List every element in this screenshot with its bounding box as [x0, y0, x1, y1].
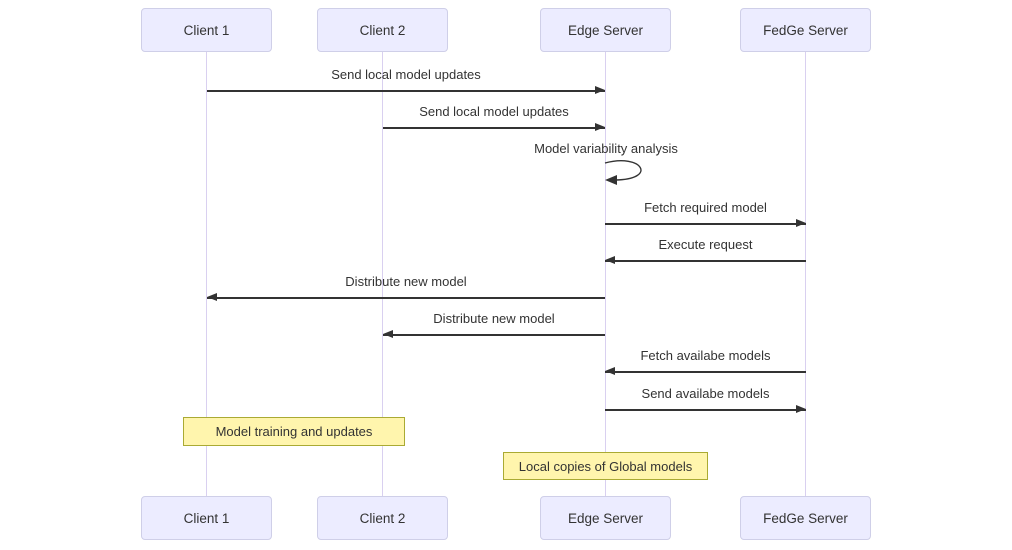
note-model-training-and-updates: Model training and updates [183, 417, 405, 446]
self-message-label: Model variability analysis [534, 141, 678, 156]
message-arrow [605, 367, 806, 375]
message-send-local-model-updates-client1: Send local model updates [207, 67, 605, 94]
actor-label: FedGe Server [763, 510, 848, 526]
message-distribute-new-model-client2: Distribute new model [383, 311, 605, 338]
actor-label: Edge Server [567, 510, 644, 526]
message-label: Send local model updates [331, 67, 481, 82]
message-label: Distribute new model [433, 311, 555, 326]
actor-label: Edge Server [567, 22, 644, 38]
arrowhead-left-icon [383, 330, 393, 338]
actor-label: Client 1 [183, 510, 230, 526]
actor-edge-server-top: Edge Server [540, 8, 671, 52]
message-send-local-model-updates-client2: Send local model updates [383, 104, 605, 131]
lifeline-edge-server [605, 52, 606, 496]
note-local-copies-of-global-models: Local copies of Global models [503, 452, 708, 480]
lifeline-client-1 [206, 52, 207, 496]
arrowhead-right-icon [595, 123, 605, 131]
actor-client-1-top: Client 1 [141, 8, 272, 52]
message-execute-request: Execute request [605, 237, 806, 264]
arrowhead-left-icon [207, 293, 217, 301]
message-label: Send availabe models [641, 386, 770, 401]
actor-client-1-bottom: Client 1 [141, 496, 272, 540]
actor-label: Client 1 [183, 22, 230, 38]
message-arrow [207, 86, 605, 94]
message-arrow [605, 219, 806, 227]
message-label: Send local model updates [419, 104, 569, 119]
message-fetch-required-model: Fetch required model [605, 200, 806, 227]
actor-fedge-server-bottom: FedGe Server [740, 496, 871, 540]
lifeline-client-2 [382, 52, 383, 496]
message-label: Execute request [658, 237, 753, 252]
message-arrow [605, 405, 806, 413]
actor-client-2-top: Client 2 [317, 8, 448, 52]
message-send-availabe-models: Send availabe models [605, 386, 806, 413]
self-loop-arrow-icon [604, 160, 642, 185]
message-arrow [605, 256, 806, 264]
note-label: Local copies of Global models [518, 458, 693, 474]
actor-client-2-bottom: Client 2 [317, 496, 448, 540]
lifeline-fedge-server [805, 52, 806, 496]
note-label: Model training and updates [215, 424, 373, 439]
message-label: Fetch required model [644, 200, 767, 215]
message-label: Distribute new model [345, 274, 467, 289]
arrowhead-right-icon [796, 219, 806, 227]
message-arrow [383, 123, 605, 131]
actor-label: Client 2 [359, 22, 406, 38]
actor-fedge-server-top: FedGe Server [740, 8, 871, 52]
message-distribute-new-model-client1: Distribute new model [207, 274, 605, 301]
actor-label: Client 2 [359, 510, 406, 526]
actor-edge-server-bottom: Edge Server [540, 496, 671, 540]
message-arrow [207, 293, 605, 301]
arrowhead-right-icon [796, 405, 806, 413]
arrowhead-left-icon [605, 367, 615, 375]
message-arrow [383, 330, 605, 338]
message-label: Fetch availabe models [640, 348, 771, 363]
actor-label: FedGe Server [763, 22, 848, 38]
arrowhead-left-icon [605, 256, 615, 264]
arrowhead-right-icon [595, 86, 605, 94]
message-fetch-availabe-models: Fetch availabe models [605, 348, 806, 375]
